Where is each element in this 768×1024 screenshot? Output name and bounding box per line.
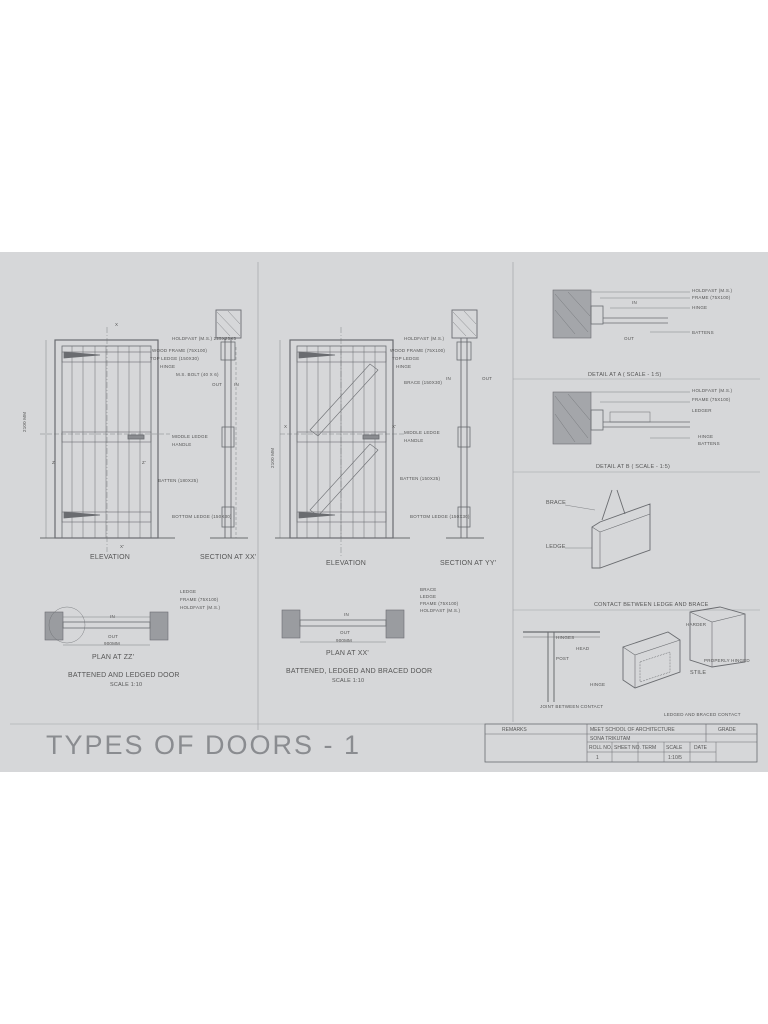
detail-b-callout: HOLDFAST (M.S.) bbox=[692, 388, 733, 393]
p1-callout: HANDLE bbox=[172, 442, 192, 447]
p1-callout: MIDDLE LEDGE bbox=[172, 434, 208, 439]
p1-vertical-dim: 2100 MM bbox=[22, 411, 27, 432]
p1-mark: Z bbox=[52, 460, 55, 465]
p2-elevation-label: ELEVATION bbox=[326, 560, 367, 567]
title-block-value: 1 bbox=[596, 755, 599, 761]
joint-label: HINGE bbox=[590, 682, 606, 687]
title-block-frame bbox=[484, 723, 758, 763]
joint-label: HARDER bbox=[686, 622, 707, 627]
joint-caption: JOINT BETWEEN CONTACT bbox=[540, 704, 604, 709]
detail-a-title: DETAIL AT A ( SCALE - 1:5) bbox=[588, 372, 662, 378]
p2-plan-callout: LEDGE bbox=[420, 594, 437, 599]
detail-b-title: DETAIL AT B ( SCALE - 1:5) bbox=[596, 464, 671, 470]
p1-plan-callout: HOLDFAST (M.S.) bbox=[180, 605, 221, 610]
p1-callout: WOOD FRAME (75X100) bbox=[152, 348, 208, 353]
p2-mark: X' bbox=[392, 424, 397, 429]
title-block-header: SCALE bbox=[666, 745, 683, 751]
joint-label: STILE bbox=[690, 670, 707, 676]
title-block-grade: GRADE bbox=[718, 727, 736, 733]
p1-callout: HOLDFAST (M.S.) 225X25X5 bbox=[172, 336, 237, 341]
p1-mark: X' bbox=[120, 544, 125, 549]
p2-plan-label: PLAN AT XX' bbox=[326, 650, 369, 657]
detail-b-callout: HINGE bbox=[698, 434, 714, 439]
p1-callout: TOP LEDGE (150X30) bbox=[150, 356, 199, 361]
p1-callout: BOTTOM LEDGE (150X30) bbox=[172, 514, 232, 519]
p2-callout: WOOD FRAME (75X100) bbox=[390, 348, 446, 353]
p1-plan-label: PLAN AT ZZ' bbox=[92, 654, 135, 661]
detail-a-callout: HINGE bbox=[692, 305, 708, 310]
p1-mark-in: IN bbox=[234, 382, 239, 387]
joint-note: LEDGED AND BRACED CONTACT bbox=[664, 712, 741, 717]
title-block-school: MEET SCHOOL OF ARCHITECTURE bbox=[590, 727, 675, 733]
p2-callout: BATTEN (150X25) bbox=[400, 476, 441, 481]
detail-b-callout: LEDGER bbox=[692, 408, 712, 413]
p2-callout: BRACE (150X30) bbox=[404, 380, 443, 385]
p1-callout: BATTEN (180X25) bbox=[158, 478, 199, 483]
p2-plan-callout: BRACE bbox=[420, 587, 437, 592]
p1-scale: SCALE 1:10 bbox=[110, 682, 143, 688]
detail-b-callout: FRAME (75X100) bbox=[692, 397, 731, 402]
p1-plan-dim: OUT bbox=[108, 634, 119, 639]
p1-mark: Z' bbox=[142, 460, 147, 465]
detail-a-callout: BATTENS bbox=[692, 330, 714, 335]
title-block-header: TERM bbox=[642, 745, 657, 751]
p2-plan-callout: FRAME (75X100) bbox=[420, 601, 459, 606]
sheet-title: TYPES OF DOORS - 1 bbox=[46, 730, 362, 760]
p1-section-label: SECTION AT XX' bbox=[200, 554, 257, 561]
iso-label-ledge: LEDGE bbox=[546, 544, 566, 550]
p1-callout: M.S. BOLT (40 X 6) bbox=[176, 372, 219, 377]
p1-mark-out: OUT bbox=[212, 382, 223, 387]
joint-label: HEAD bbox=[576, 646, 590, 651]
title-block-header: ROLL NO. bbox=[589, 745, 613, 751]
p2-mark-in: IN bbox=[446, 376, 451, 381]
title-block-remarks: REMARKS bbox=[502, 727, 527, 733]
joint-label: HINGES bbox=[556, 635, 575, 640]
p1-elevation-label: ELEVATION bbox=[90, 554, 131, 561]
p2-callout: MIDDLE LEDGE bbox=[404, 430, 440, 435]
title-block-header: SHEET NO. bbox=[614, 745, 641, 751]
p1-callout: HINGE bbox=[160, 364, 176, 369]
detail-b-callout: BATTENS bbox=[698, 441, 720, 446]
drawing-linework bbox=[10, 262, 760, 763]
p1-plan-callout: FRAME (75X100) bbox=[180, 597, 219, 602]
p2-scale: SCALE 1:10 bbox=[332, 678, 365, 684]
joint-label: PROPERLY HINGED bbox=[704, 658, 750, 663]
p2-plan-dim: IN bbox=[344, 612, 349, 617]
p2-section-label: SECTION AT YY' bbox=[440, 560, 497, 567]
p2-callout: HANDLE bbox=[404, 438, 424, 443]
p1-plan-callout: LEDGE bbox=[180, 589, 197, 594]
p1-door-title: BATTENED AND LEDGED DOOR bbox=[68, 672, 180, 679]
p2-door-title: BATTENED, LEDGED AND BRACED DOOR bbox=[286, 668, 433, 675]
p2-vertical-dim: 2100 MM bbox=[270, 447, 275, 468]
title-block-value: 1:10/5 bbox=[668, 755, 682, 761]
p1-plan-dim: 900MM bbox=[104, 641, 121, 646]
p2-plan-dim: OUT bbox=[340, 630, 351, 635]
drawing-sheet: TYPES OF DOORS - 1 ELEVATION SECTION AT … bbox=[0, 252, 768, 772]
p2-callout: HOLDFAST (M.S.) bbox=[404, 336, 445, 341]
p1-mark: X bbox=[115, 322, 119, 327]
p2-plan-callout: HOLDFAST (M.S.) bbox=[420, 608, 461, 613]
detail-a-callout: FRAME (75X100) bbox=[692, 295, 731, 300]
title-block-header: DATE bbox=[694, 745, 707, 751]
iso-label-brace: BRACE bbox=[546, 500, 566, 506]
p1-plan-dim: IN bbox=[110, 614, 115, 619]
detail-a-mark: IN bbox=[632, 300, 637, 305]
iso-title: CONTACT BETWEEN LEDGE AND BRACE bbox=[594, 602, 709, 608]
p2-callout: TOP LEDGE bbox=[392, 356, 420, 361]
p2-callout: HINGE bbox=[396, 364, 412, 369]
p2-mark: X bbox=[284, 424, 288, 429]
p2-mark-out: OUT bbox=[482, 376, 493, 381]
joint-label: POST bbox=[556, 656, 570, 661]
p2-plan-dim: 900MM bbox=[336, 638, 353, 643]
detail-a-callout: HOLDFAST (M.S.) bbox=[692, 288, 733, 293]
title-block-student: SONA TRIKUTAM bbox=[590, 736, 631, 742]
detail-a-mark: OUT bbox=[624, 336, 635, 341]
p2-callout: BOTTOM LEDGE (150X30) bbox=[410, 514, 470, 519]
